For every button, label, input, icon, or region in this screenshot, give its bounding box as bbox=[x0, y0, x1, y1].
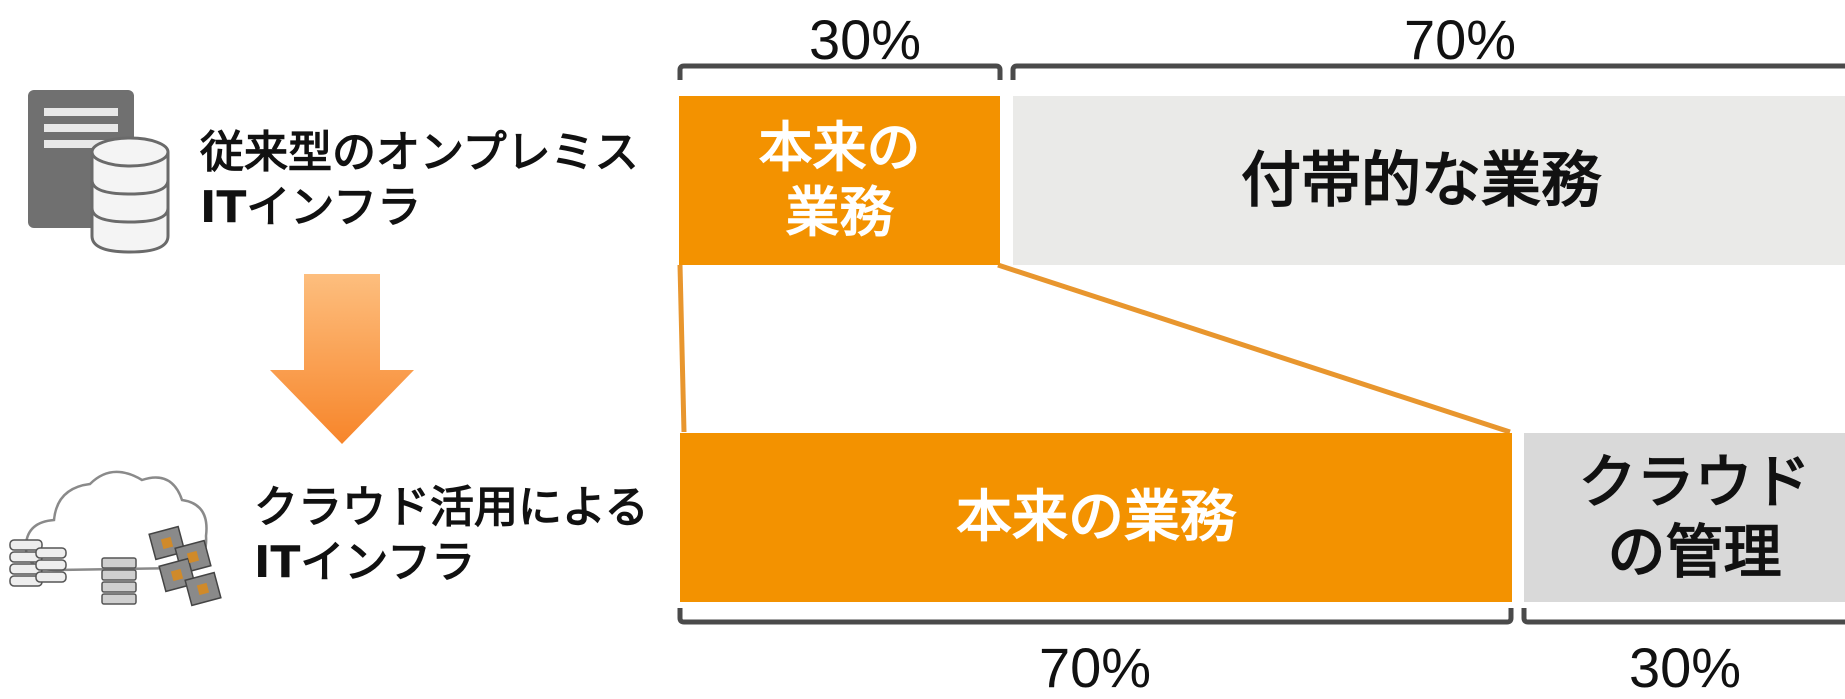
cloud-infrastructure-icon bbox=[9, 470, 222, 607]
before-core-label: 本来の 業務 bbox=[679, 96, 1000, 265]
after-core-share: 70% bbox=[1038, 636, 1152, 699]
after-label-line2: ITインフラ bbox=[254, 537, 476, 588]
before-core-bracket bbox=[677, 63, 1003, 80]
after-other-bracket bbox=[1521, 608, 1845, 625]
before-core-label-line2: 業務 bbox=[785, 180, 894, 244]
before-label-line1: 従来型のオンプレミス bbox=[200, 127, 639, 178]
connector-left bbox=[677, 264, 687, 433]
before-other-bracket bbox=[1010, 63, 1845, 80]
before-row-label: 従来型のオンプレミス ITインフラ bbox=[200, 125, 639, 235]
after-label-line1: クラウド活用による bbox=[254, 482, 649, 533]
before-other-bar bbox=[1013, 96, 1845, 265]
server-database-icon bbox=[28, 90, 170, 254]
connector-right bbox=[997, 262, 1511, 435]
before-other-share: 70% bbox=[1403, 8, 1517, 71]
after-core-label: 本来の業務 bbox=[956, 484, 1236, 550]
before-other-label: 付帯的な業務 bbox=[1241, 145, 1601, 216]
after-row-label: クラウド活用による ITインフラ bbox=[254, 480, 649, 590]
after-other-label-line1: クラウド bbox=[1578, 447, 1811, 516]
before-label-line2: ITインフラ bbox=[200, 182, 422, 233]
before-core-bar bbox=[679, 96, 1000, 265]
after-other-label-line2: の管理 bbox=[1607, 517, 1782, 586]
after-other-bar bbox=[1524, 433, 1845, 602]
arrow-down-icon bbox=[270, 274, 414, 444]
before-core-label-line1: 本来の bbox=[758, 115, 921, 179]
after-other-label: クラウド の管理 bbox=[1524, 433, 1845, 602]
after-core-bracket bbox=[677, 608, 1514, 625]
after-core-bar bbox=[680, 433, 1512, 602]
after-other-share: 30% bbox=[1628, 636, 1742, 699]
before-core-share: 30% bbox=[808, 8, 922, 71]
